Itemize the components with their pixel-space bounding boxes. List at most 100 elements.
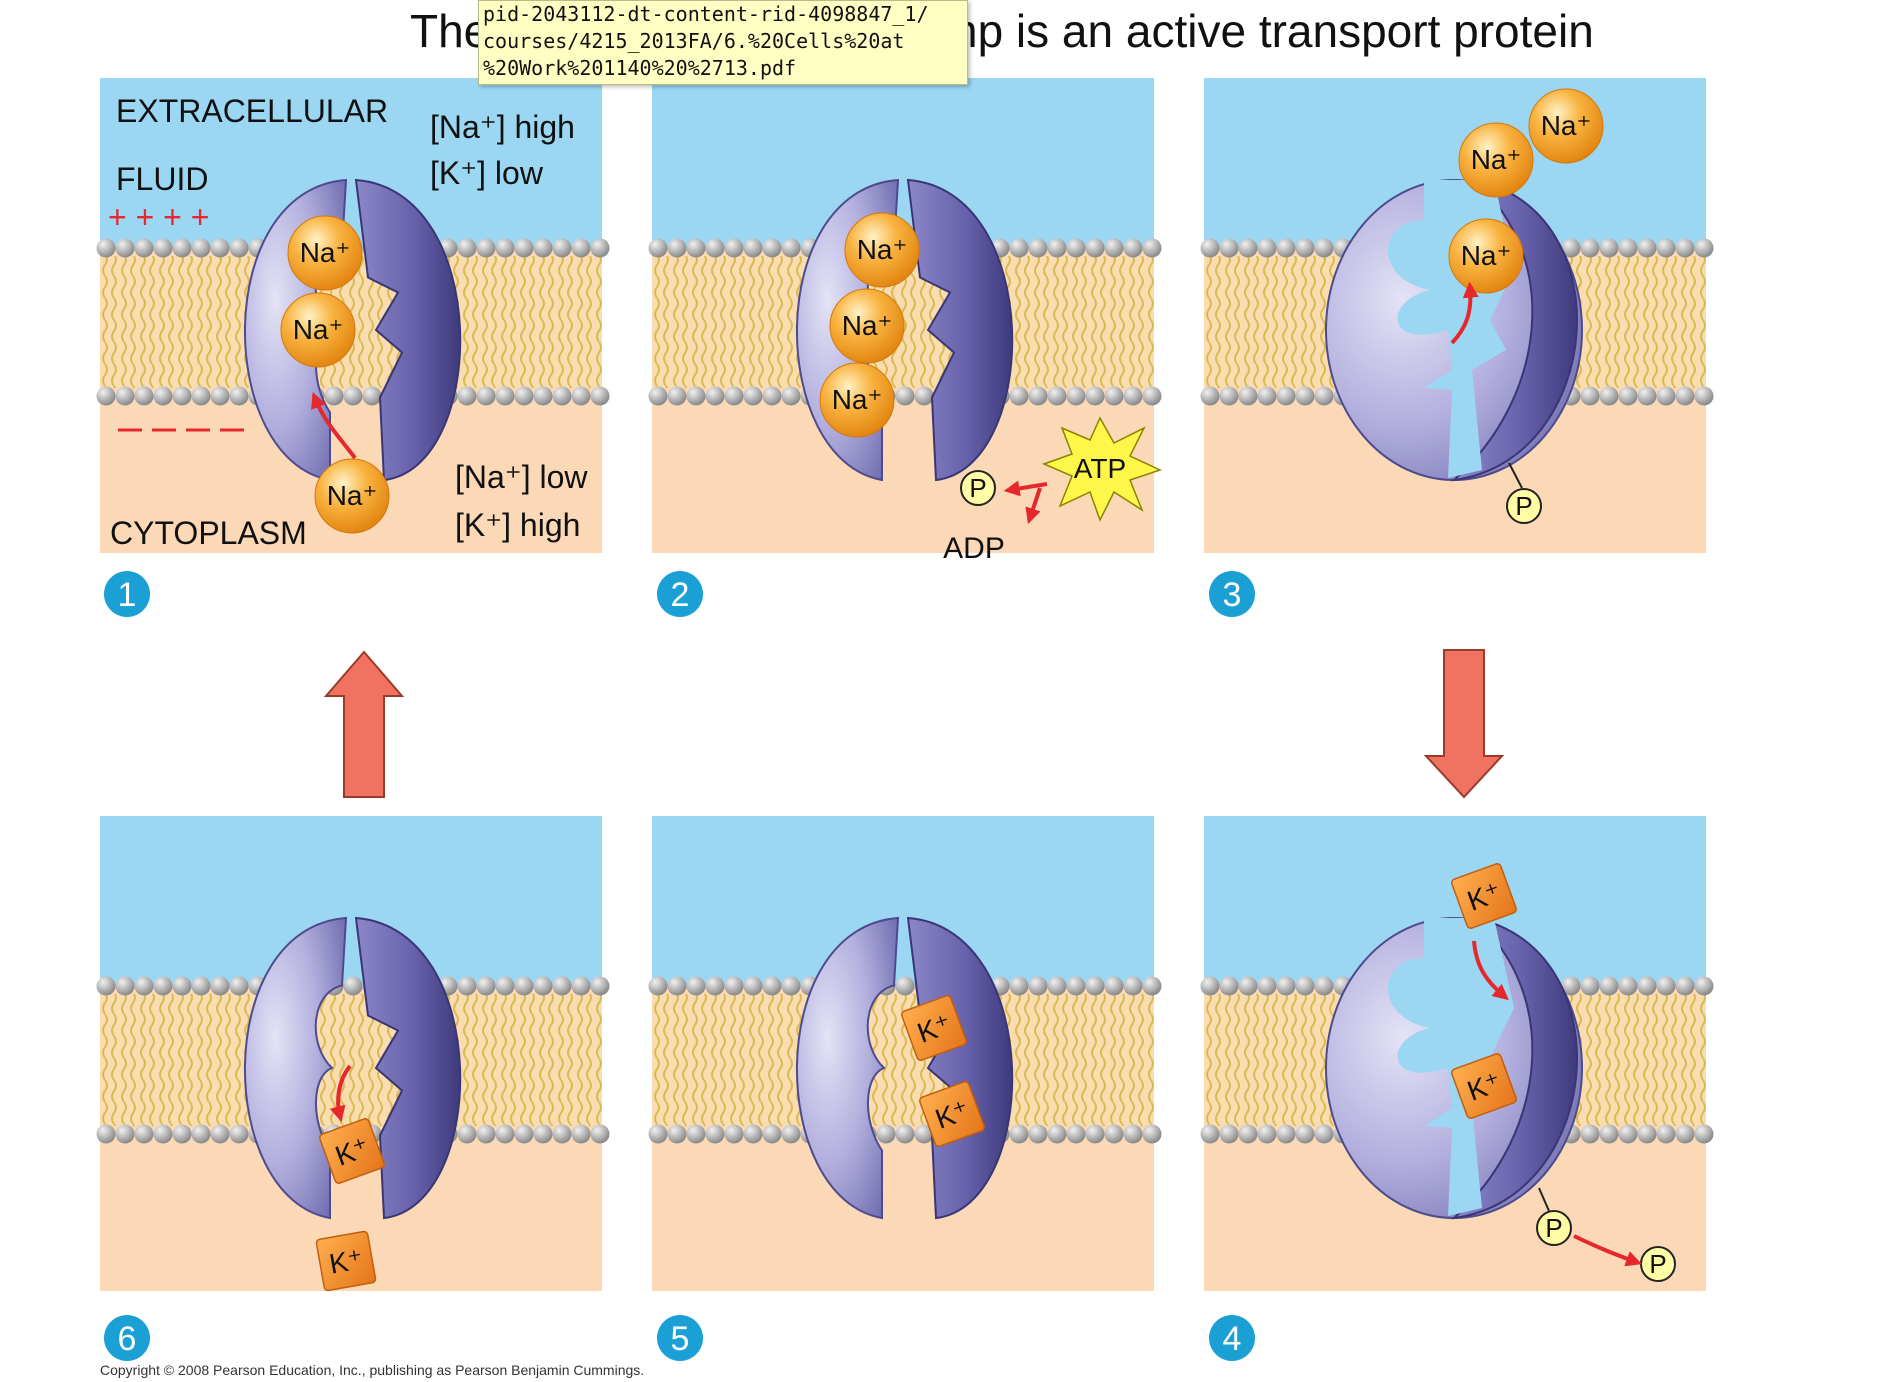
phosphate-circle bbox=[960, 470, 996, 506]
phosphate-label: P bbox=[1545, 1213, 1562, 1243]
phosphate-transfer-arrow bbox=[1003, 480, 1048, 497]
step-panel-3: Na⁺Na⁺Na⁺P bbox=[1200, 78, 1714, 553]
potassium-ion: K⁺ bbox=[919, 1081, 985, 1147]
phosphate-label: P bbox=[1649, 1249, 1666, 1279]
step-panel-5: K⁺ K⁺ bbox=[648, 816, 1162, 1291]
pump-right-subunit bbox=[1450, 178, 1578, 482]
sodium-ion-sphere bbox=[1528, 88, 1604, 164]
sodium-ion: Na⁺ bbox=[1448, 218, 1524, 294]
extracellular-label: EXTRACELLULAR bbox=[116, 93, 388, 129]
atp-label: ATP bbox=[1074, 453, 1126, 484]
sodium-ion-sphere bbox=[314, 458, 390, 534]
pump-protein bbox=[795, 916, 1014, 1220]
step-number-badge: 2 bbox=[657, 571, 703, 617]
step-panel-6: K⁺ K⁺ bbox=[96, 816, 610, 1292]
sodium-ion-sphere bbox=[287, 215, 363, 291]
step-number-circle bbox=[657, 571, 703, 617]
cycle-arrow-up bbox=[323, 650, 405, 798]
step-number-circle bbox=[1209, 571, 1255, 617]
sodium-ion: Na⁺ bbox=[1458, 122, 1534, 198]
phosphate-group: P bbox=[1640, 1246, 1676, 1282]
concentration-label: [Na⁺] high bbox=[430, 109, 575, 145]
movement-arrow bbox=[311, 392, 357, 460]
tooltip-line: %20Work%201140%20%2713.pdf bbox=[483, 56, 797, 80]
extracellular-region bbox=[100, 816, 602, 986]
lipid-bilayer bbox=[96, 976, 610, 1144]
potassium-ion-square bbox=[901, 995, 967, 1061]
potassium-ion: K⁺ bbox=[901, 995, 967, 1061]
cytoplasm-label: CYTOPLASM bbox=[110, 515, 307, 551]
lipid-tails bbox=[100, 994, 602, 1126]
step-number-badge: 1 bbox=[104, 571, 150, 617]
pump-left-subunit bbox=[795, 916, 900, 1220]
phosphate-release-arrow bbox=[1573, 1234, 1643, 1267]
step-number-circle bbox=[1209, 1315, 1255, 1361]
sodium-ion: Na⁺ bbox=[829, 288, 905, 364]
step-number-label: 5 bbox=[671, 1320, 690, 1358]
potassium-ion: K⁺ bbox=[1451, 863, 1517, 929]
potassium-ion: K⁺ bbox=[319, 1118, 385, 1184]
concentration-label: [K⁺] high bbox=[455, 507, 580, 543]
step-number-circle bbox=[104, 571, 150, 617]
movement-arrow bbox=[329, 1064, 352, 1123]
concentration-label: [K⁺] low bbox=[430, 155, 544, 191]
phosphate-circle bbox=[1506, 488, 1542, 524]
movement-arrow bbox=[1450, 281, 1479, 345]
pump-right-subunit bbox=[1450, 916, 1578, 1220]
sodium-ion: Na⁺ bbox=[314, 458, 390, 534]
lipid-tail-fill bbox=[100, 994, 602, 1126]
potassium-ion: K⁺ bbox=[315, 1230, 377, 1292]
pump-right-subunit bbox=[906, 916, 1014, 1220]
sodium-ion-label: Na⁺ bbox=[1461, 240, 1512, 271]
phosphate-circle bbox=[1536, 1210, 1572, 1246]
phosphate-bond bbox=[1538, 1187, 1550, 1212]
pump-right-subunit bbox=[354, 916, 462, 1220]
atp-burst-shape bbox=[1041, 416, 1163, 522]
phosphate-group: P bbox=[960, 470, 996, 506]
step-number-badge: 4 bbox=[1209, 1315, 1255, 1361]
phosphate-label: P bbox=[969, 473, 986, 503]
step-number-circle bbox=[104, 1315, 150, 1361]
tooltip-line: courses/4215_2013FA/6.%20Cells%20at bbox=[483, 29, 905, 53]
adp-release-arrow bbox=[1025, 487, 1042, 525]
step-panel-4: K⁺K⁺PP bbox=[1200, 816, 1714, 1291]
step-number-label: 2 bbox=[671, 576, 690, 614]
step-number-badge: 6 bbox=[104, 1315, 150, 1361]
potassium-ion-label: K⁺ bbox=[327, 1243, 365, 1279]
sodium-ion-label: Na⁺ bbox=[1541, 110, 1592, 141]
sodium-ion-sphere bbox=[819, 362, 895, 438]
step-number-badge: 5 bbox=[657, 1315, 703, 1361]
sodium-ion-label: Na⁺ bbox=[300, 237, 351, 268]
sodium-ion-label: Na⁺ bbox=[857, 234, 908, 265]
sodium-ion: Na⁺ bbox=[844, 212, 920, 288]
phosphate-bond bbox=[1508, 462, 1523, 489]
sodium-ion-sphere bbox=[844, 212, 920, 288]
phosphate-group: P bbox=[1536, 1210, 1572, 1246]
file-path-tooltip: pid-2043112-dt-content-rid-4098847_1/ co… bbox=[478, 0, 968, 85]
phosphate-group: P bbox=[1506, 488, 1542, 524]
sodium-ion-label: Na⁺ bbox=[832, 384, 883, 415]
pump-right-subunit bbox=[906, 178, 1014, 482]
step-number-badge: 3 bbox=[1209, 571, 1255, 617]
sodium-ion: Na⁺ bbox=[819, 362, 895, 438]
sodium-ion-sphere bbox=[829, 288, 905, 364]
step-number-circle bbox=[657, 1315, 703, 1361]
phosphate-label: P bbox=[1515, 491, 1532, 521]
pump-right-subunit bbox=[354, 178, 462, 482]
sodium-ion-sphere bbox=[280, 292, 356, 368]
potassium-ion-square bbox=[315, 1230, 377, 1292]
sodium-ion-label: Na⁺ bbox=[327, 480, 378, 511]
extracellular-region bbox=[652, 816, 1154, 986]
tooltip-line: pid-2043112-dt-content-rid-4098847_1/ bbox=[483, 2, 929, 26]
sodium-ion: Na⁺ bbox=[287, 215, 363, 291]
membrane-potential-positive: + + + + bbox=[108, 199, 209, 235]
step-panel-1: Na⁺ Na⁺ Na⁺ EXTRACELLULAR FLUID [Na⁺] high [K⁺… bbox=[96, 78, 610, 553]
potassium-ion-square bbox=[319, 1118, 385, 1184]
step-number-label: 3 bbox=[1223, 576, 1242, 614]
potassium-ion-square bbox=[919, 1081, 985, 1147]
sodium-ion-label: Na⁺ bbox=[293, 314, 344, 345]
sodium-ion-sphere bbox=[1448, 218, 1524, 294]
extracellular-label: FLUID bbox=[116, 161, 208, 197]
sodium-ion: Na⁺ bbox=[1528, 88, 1604, 164]
